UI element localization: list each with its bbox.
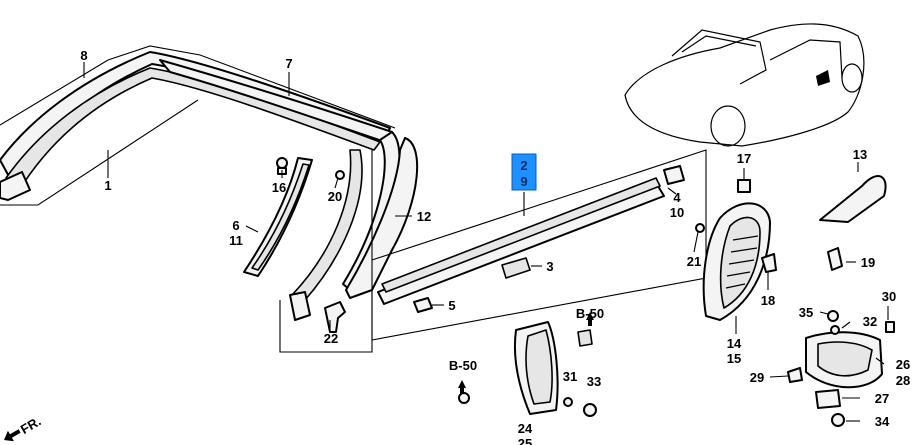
callout-9[interactable]: 9 <box>520 174 527 189</box>
callout-6: 6 <box>232 218 239 233</box>
highlight-box-2-9[interactable] <box>511 153 537 191</box>
b50-arrow-left <box>458 380 466 388</box>
weatherstrip-outer <box>377 185 665 305</box>
car-side-intake-mark <box>816 70 830 86</box>
car-sketch <box>624 23 865 147</box>
clip-17 <box>737 179 751 193</box>
pillar-garnish-12 <box>345 137 419 299</box>
front-direction-marker: FR. <box>4 413 44 442</box>
screw-21 <box>695 223 705 233</box>
center-leader-lines <box>432 187 677 306</box>
callout-31: 31 <box>563 369 577 384</box>
front-marker-label: FR. <box>18 413 44 436</box>
callout-1: 1 <box>104 178 111 193</box>
quarter-molding-inner <box>251 163 310 271</box>
screw-34 <box>831 413 845 427</box>
clip-20 <box>335 170 345 180</box>
plate-27 <box>815 389 841 409</box>
nut-31 <box>563 397 573 407</box>
left-leader-lines <box>83 62 412 330</box>
right-leader-lines <box>693 162 889 422</box>
callout-24: 24 <box>518 421 533 436</box>
callout-10: 10 <box>670 205 684 220</box>
car-windshield <box>671 29 767 85</box>
bolt-29 <box>787 367 803 383</box>
b50-arrow-top <box>586 312 594 320</box>
callout-25: 25 <box>518 436 532 445</box>
roof-frame-group <box>0 45 419 353</box>
callout-4: 4 <box>673 190 681 205</box>
car-windshield-inner <box>681 35 757 53</box>
callout-19: 19 <box>861 255 875 270</box>
callout-34: 34 <box>875 414 890 429</box>
callout-16: 16 <box>272 180 286 195</box>
callout-27: 27 <box>875 391 889 406</box>
callout-13: 13 <box>853 147 867 162</box>
callout-22: 22 <box>324 331 338 346</box>
car-front-wheel <box>710 105 746 147</box>
bolt-33 <box>583 403 597 417</box>
callout-17: 17 <box>737 151 751 166</box>
washer-32 <box>830 325 840 335</box>
callout-21: 21 <box>687 254 701 269</box>
splash-guard-inner <box>817 341 873 377</box>
callout-2[interactable]: 2 <box>520 158 527 173</box>
screw-b50 <box>458 392 470 404</box>
callout-28: 28 <box>896 373 910 388</box>
mud-guard-group <box>458 312 597 417</box>
header-molding <box>159 59 393 143</box>
clip-5 <box>413 297 433 313</box>
callout-3: 3 <box>546 259 553 274</box>
car-rear-wheel <box>841 63 863 93</box>
callout-29: 29 <box>750 370 764 385</box>
clip-30 <box>885 321 895 333</box>
callout-18: 18 <box>761 293 775 308</box>
door-molding-group <box>371 149 707 347</box>
assembly-outline-1 <box>0 45 396 129</box>
windshield-frame-inner <box>5 67 381 193</box>
ref-b50-top: B-50 <box>576 306 604 321</box>
clip-4 <box>663 165 685 185</box>
side-intake-group <box>695 175 887 321</box>
callout-32: 32 <box>863 314 877 329</box>
clip-18 <box>761 253 777 273</box>
splash-guard-group <box>787 310 895 427</box>
car-cockpit <box>769 39 843 79</box>
clip-19 <box>827 247 843 271</box>
mud-guard-inner <box>525 329 553 405</box>
callout-20: 20 <box>328 189 342 204</box>
bracket-13 <box>819 175 887 223</box>
callout-8: 8 <box>80 48 87 63</box>
callout-35: 35 <box>799 305 813 320</box>
front-arrow-icon <box>4 429 21 442</box>
b50-arrow-top-stem <box>588 320 592 326</box>
callout-12: 12 <box>417 209 431 224</box>
ref-b50-left: B-50 <box>449 358 477 373</box>
callout-5: 5 <box>448 298 455 313</box>
callout-30: 30 <box>882 289 896 304</box>
nut-35 <box>827 310 839 322</box>
grille-slats <box>725 235 759 289</box>
pillar-bracket <box>289 291 311 321</box>
callout-15: 15 <box>727 351 741 366</box>
callout-11: 11 <box>229 233 243 248</box>
clip-3 <box>501 257 531 279</box>
weatherstrip-lip <box>381 177 661 293</box>
frame-end-bracket <box>0 171 31 201</box>
b50-arrow-left-stem <box>460 388 464 394</box>
assembly-outline-2 <box>0 99 199 206</box>
clip-b50-top <box>577 329 593 347</box>
callout-33: 33 <box>587 374 601 389</box>
callout-26: 26 <box>896 357 910 372</box>
callout-7: 7 <box>285 56 292 71</box>
clip-16 <box>276 157 288 169</box>
callout-14: 14 <box>727 336 742 351</box>
bolt-22 <box>324 301 346 333</box>
